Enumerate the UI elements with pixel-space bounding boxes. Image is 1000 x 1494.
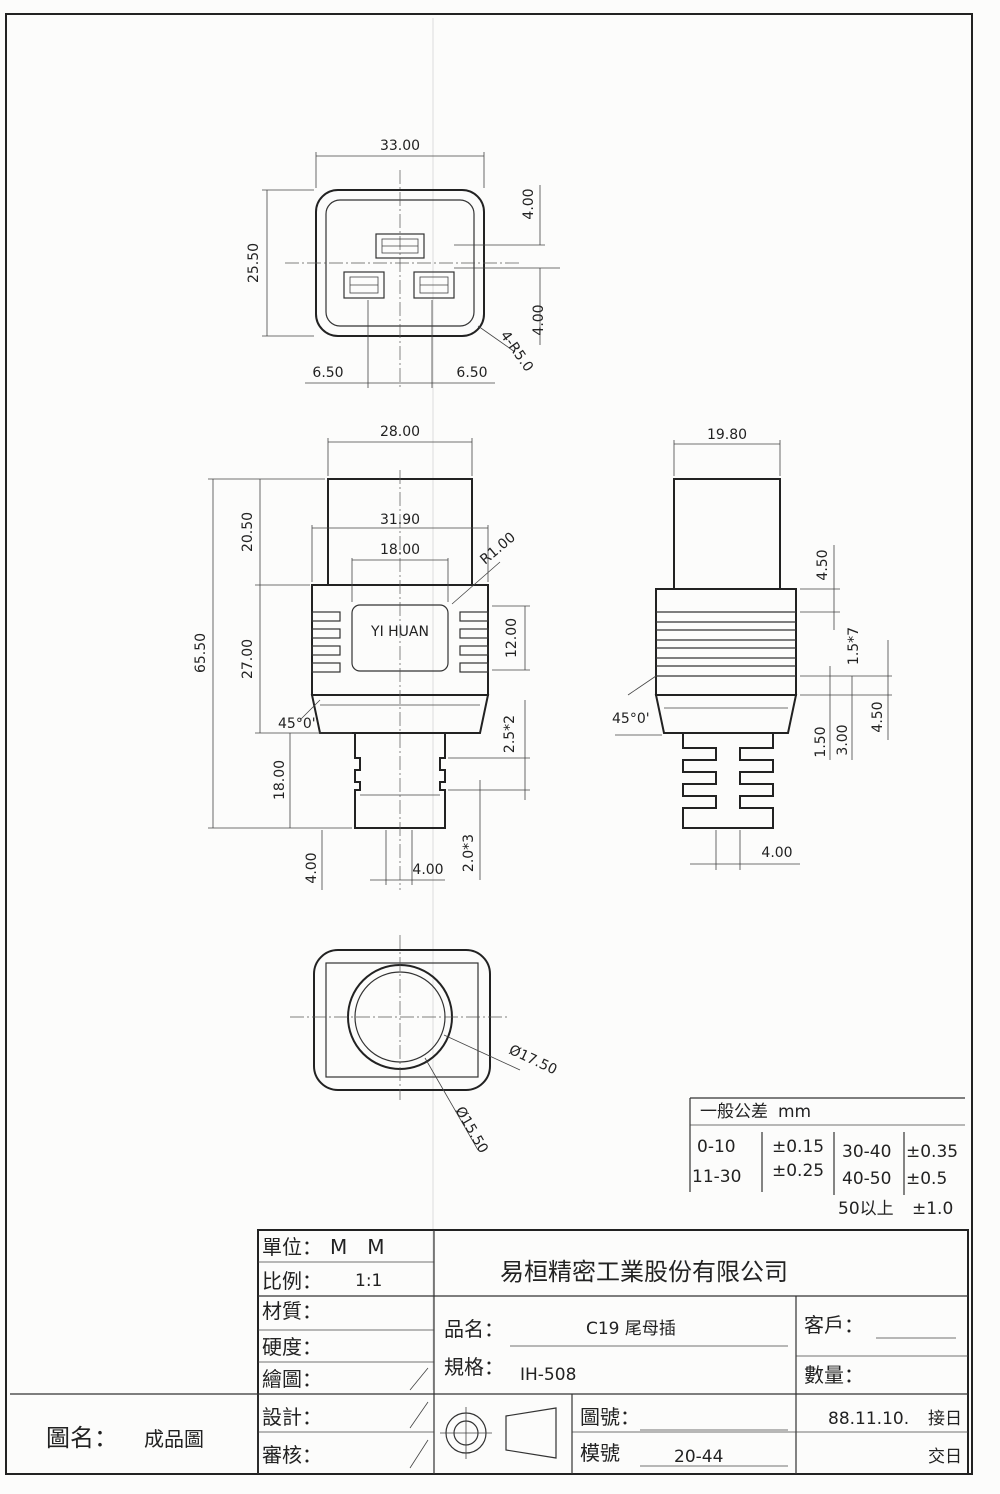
dim-overall-length: 65.50 bbox=[193, 633, 209, 673]
tolerance-value-1: ±0.15 bbox=[772, 1137, 824, 1157]
end-outer-frame bbox=[313, 949, 491, 1091]
tolerance-range-5: 50以上 bbox=[838, 1199, 894, 1219]
received-label: 接日 bbox=[928, 1409, 962, 1429]
tolerance-range-2: 11-30 bbox=[692, 1167, 741, 1187]
left-slot bbox=[343, 271, 385, 299]
quantity-label: 數量： bbox=[804, 1363, 864, 1387]
dim-label-height: 12.00 bbox=[504, 618, 520, 658]
projection-symbol-cone bbox=[505, 1407, 557, 1459]
product-name-label: 品名： bbox=[444, 1317, 504, 1341]
tolerance-table: 一般公差 mm 0-10 ±0.15 11-30 ±0.25 30-40 ±0.… bbox=[689, 1097, 965, 1219]
dim-profile-chamfer: 45°0' bbox=[612, 711, 650, 727]
dim-profile-rib-pitch: 1.5*7 bbox=[846, 627, 862, 665]
mold-number-label: 模號 bbox=[580, 1441, 620, 1465]
top-slot bbox=[375, 233, 425, 259]
dim-end-gap: 4.00 bbox=[412, 862, 443, 878]
tolerance-unit: mm bbox=[778, 1102, 811, 1122]
dim-left-pitch: 6.50 bbox=[312, 365, 343, 381]
tolerance-value-2: ±0.25 bbox=[772, 1161, 824, 1181]
scale-label: 比例： bbox=[262, 1269, 322, 1293]
dim-front-width: 33.00 bbox=[380, 138, 420, 154]
design-label: 設計： bbox=[262, 1405, 322, 1429]
dim-profile-tail-gap: 4.00 bbox=[761, 845, 792, 861]
dim-profile-gap-a: 1.50 bbox=[813, 726, 829, 757]
dim-profile-width: 19.80 bbox=[707, 427, 747, 443]
dim-head-width: 28.00 bbox=[380, 424, 420, 440]
chamfer-ring bbox=[310, 694, 490, 734]
dim-end-outer-dia: Ø17.50 bbox=[506, 1042, 559, 1078]
dim-fillet: R1.00 bbox=[477, 530, 519, 569]
review-label: 審核： bbox=[262, 1443, 322, 1467]
end-view: Ø17.50 Ø15.50 bbox=[290, 935, 559, 1156]
delivered-label: 交日 bbox=[928, 1447, 962, 1467]
tolerance-value-5: ±1.0 bbox=[912, 1199, 953, 1219]
unit-label: 單位： bbox=[262, 1235, 322, 1259]
tolerance-title: 一般公差 bbox=[700, 1102, 768, 1122]
dim-side-chamfer: 45°0' bbox=[278, 716, 316, 732]
tolerance-range-3: 30-40 bbox=[842, 1142, 891, 1162]
dim-front-bottom-offset: 4.00 bbox=[531, 304, 547, 335]
dim-rib-b: 2.0*3 bbox=[461, 834, 477, 872]
dim-profile-bottom-step: 4.50 bbox=[870, 701, 886, 732]
profile-head bbox=[673, 478, 781, 590]
dim-tail-length: 18.00 bbox=[272, 760, 288, 800]
dim-head-length: 20.50 bbox=[240, 512, 256, 552]
dim-body-length: 27.00 bbox=[240, 639, 256, 679]
tolerance-range-4: 40-50 bbox=[842, 1169, 891, 1189]
material-label: 材質： bbox=[262, 1299, 322, 1323]
title-block: 單位： M M 比例： 1:1 材質： 硬度： 繪圖： 設計： 審核： 易桓精密… bbox=[10, 1229, 969, 1475]
logo-text: YI HUAN bbox=[370, 624, 429, 640]
dim-end-thickness: 4.00 bbox=[304, 852, 320, 883]
spec-label: 規格： bbox=[444, 1355, 504, 1379]
dim-end-inner-dia: Ø15.50 bbox=[452, 1104, 491, 1156]
scale-value: 1:1 bbox=[355, 1271, 382, 1291]
spec-value: IH-508 bbox=[520, 1365, 576, 1385]
profile-body bbox=[655, 588, 797, 696]
unit-value: M M bbox=[330, 1235, 385, 1259]
drawn-label: 繪圖： bbox=[262, 1367, 322, 1391]
profile-view: 19.80 4.50 1.5*7 4.50 1.50 3.00 45°0' 4.… bbox=[612, 427, 892, 870]
mold-number-value: 20-44 bbox=[674, 1447, 723, 1467]
date-value: 88.11.10. bbox=[828, 1409, 909, 1429]
tolerance-value-3: ±0.35 bbox=[906, 1142, 958, 1162]
dim-front-height: 25.50 bbox=[246, 243, 262, 283]
tail-strain-relief bbox=[354, 732, 446, 829]
dim-profile-gap-b: 3.00 bbox=[835, 724, 851, 755]
dim-rib-a: 2.5*2 bbox=[502, 715, 518, 753]
tolerance-value-4: ±0.5 bbox=[906, 1169, 947, 1189]
hardness-label: 硬度： bbox=[262, 1335, 322, 1359]
drawing-name-label: 圖名： bbox=[46, 1424, 118, 1452]
customer-label: 客戶： bbox=[804, 1313, 864, 1337]
drawing-number-label: 圖號： bbox=[580, 1405, 640, 1429]
side-view: YI HUAN 28.00 31.90 18.00 R1.00 65.50 20… bbox=[193, 424, 530, 890]
front-view: 33.00 25.50 4.00 4.00 4-R5.0 6.50 6.50 bbox=[246, 138, 560, 390]
end-inner-frame bbox=[325, 962, 479, 1078]
company-name: 易桓精密工業股份有限公司 bbox=[500, 1258, 788, 1286]
drawing-name-value: 成品圖 bbox=[144, 1427, 204, 1451]
right-slot bbox=[413, 271, 455, 299]
dim-profile-top-step: 4.50 bbox=[815, 549, 831, 580]
dim-front-top-offset: 4.00 bbox=[521, 188, 537, 219]
dim-right-pitch: 6.50 bbox=[456, 365, 487, 381]
dim-body-width: 31.90 bbox=[380, 512, 420, 528]
product-name-value: C19 尾母插 bbox=[586, 1319, 676, 1339]
dim-label-width: 18.00 bbox=[380, 542, 420, 558]
profile-tail bbox=[682, 732, 774, 829]
tolerance-range-1: 0-10 bbox=[697, 1137, 736, 1157]
